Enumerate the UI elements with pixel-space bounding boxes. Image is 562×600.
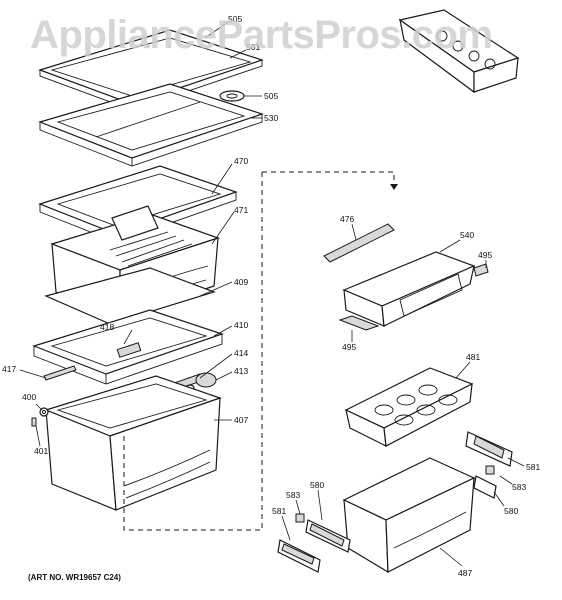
callout-409: 409 [234,277,248,287]
art-number: (ART NO. WR19657 C24) [28,573,121,582]
drawer-frame-part [38,165,238,243]
screw-part [31,407,49,427]
callout-407: 407 [234,415,248,425]
callout-495-right: 495 [478,250,492,260]
callout-470: 470 [234,156,248,166]
ice-tray-part [338,251,489,331]
cover-frame-part [32,309,224,385]
callout-583-right: 583 [512,482,526,492]
callout-418: 418 [100,322,114,332]
freezer-door-outline [123,171,398,531]
callout-505-top: 505 [228,14,242,24]
shelf-frame-part [38,83,264,167]
lower-pan-part [44,375,222,511]
callout-505-mid: 505 [264,91,278,101]
glass-shelf-part [38,29,264,111]
callout-413: 413 [234,366,248,376]
top-bin-part [398,9,520,94]
drawer-slide-part [43,365,77,381]
callout-580-right: 580 [504,506,518,516]
callout-581-left: 581 [272,506,286,516]
callout-580-left: 580 [310,480,324,490]
callout-501: 501 [246,42,260,52]
callout-471: 471 [234,205,248,215]
side-cover-part [465,431,513,499]
glass-cover-part [44,267,216,325]
rail-part [323,223,395,263]
shelf-bracket-part [219,90,245,102]
callout-labels: 505 501 505 530 470 471 409 418 410 414 … [2,14,540,578]
callout-401: 401 [34,446,48,456]
watermark-logo: AppliancePartsPros.com [30,13,493,57]
ice-bucket-part [342,457,476,574]
callout-581-right: 581 [526,462,540,472]
callout-400: 400 [22,392,36,402]
ice-cube-tray-part [344,367,474,448]
callout-583-left: 583 [286,490,300,500]
callout-530: 530 [264,113,278,123]
hinge-assembly-part [277,513,351,573]
callout-481: 481 [466,352,480,362]
callout-495-low: 495 [342,342,356,352]
callout-417: 417 [2,364,16,374]
callout-487: 487 [458,568,472,578]
leader-lines [19,21,525,567]
callout-414: 414 [234,348,248,358]
callout-410: 410 [234,320,248,330]
callout-540: 540 [460,230,474,240]
callout-476: 476 [340,214,354,224]
